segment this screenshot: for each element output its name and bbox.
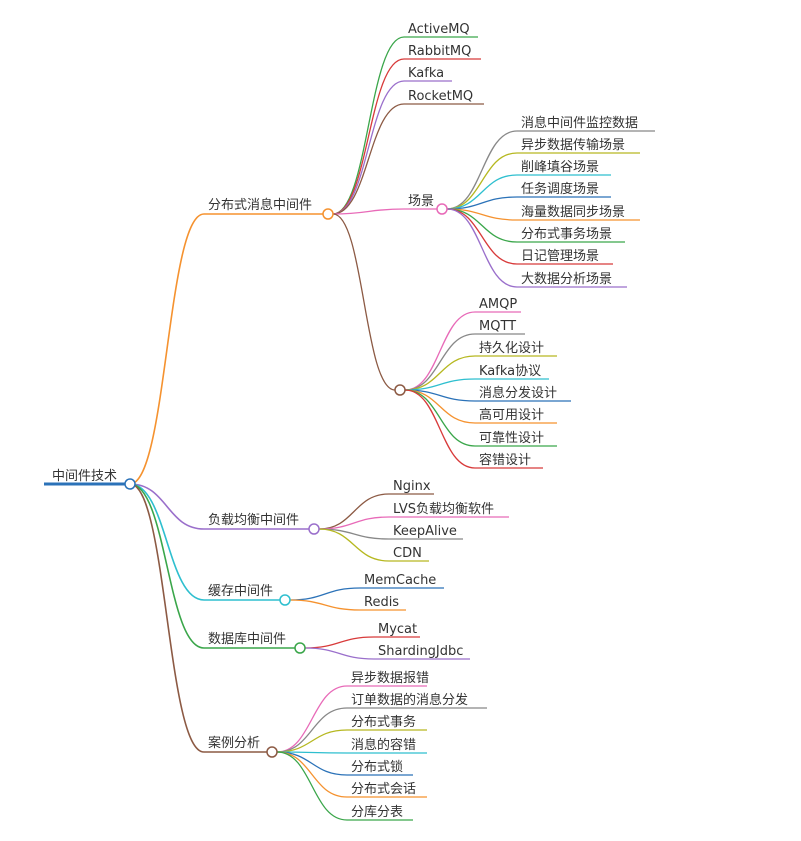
connector-design — [332, 213, 396, 391]
scene-item-label-0[interactable]: 消息中间件监控数据 — [521, 115, 638, 131]
design-item-label-5[interactable]: 高可用设计 — [479, 407, 544, 423]
connector-scene-0 — [446, 130, 518, 210]
cache-item-label-0[interactable]: MemCache — [364, 573, 436, 588]
connector-lb-0 — [318, 493, 390, 530]
lb-item-label-1[interactable]: LVS负载均衡软件 — [393, 502, 494, 517]
case-item-label-6[interactable]: 分库分表 — [351, 804, 403, 820]
mq-product-label-1[interactable]: RabbitMQ — [408, 44, 471, 59]
connector-scene-6 — [446, 208, 518, 265]
branch-connector-1 — [129, 483, 205, 530]
design-item-label-2[interactable]: 持久化设计 — [479, 341, 544, 356]
root-label: 中间件技术 — [52, 469, 117, 484]
connector-case-4 — [276, 751, 348, 776]
connector-design-0 — [404, 311, 476, 391]
scene-item-label-4[interactable]: 海量数据同步场景 — [521, 205, 625, 220]
connector-scene-2 — [446, 174, 518, 210]
branch-label-1[interactable]: 负载均衡中间件 — [208, 513, 299, 528]
scene-label[interactable]: 场景 — [408, 194, 434, 209]
connector-case-0 — [276, 685, 348, 753]
branch-node-0[interactable] — [322, 208, 334, 220]
lb-item-label-2[interactable]: KeepAlive — [393, 524, 457, 539]
db-item-label-1[interactable]: ShardingJdbc — [378, 644, 463, 659]
branch-label-0[interactable]: 分布式消息中间件 — [208, 197, 312, 213]
mq-product-label-0[interactable]: ActiveMQ — [408, 22, 470, 37]
branch-label-3[interactable]: 数据库中间件 — [208, 631, 286, 647]
branch-connector-2 — [129, 483, 205, 601]
design-item-label-1[interactable]: MQTT — [479, 319, 516, 334]
connector-lb-1 — [318, 516, 390, 530]
connector-scene-1 — [446, 152, 518, 210]
cache-item-label-1[interactable]: Redis — [364, 595, 399, 610]
db-item-label-0[interactable]: Mycat — [378, 622, 417, 637]
branch-node-2[interactable] — [279, 594, 291, 606]
scene-item-label-5[interactable]: 分布式事务场景 — [521, 226, 612, 242]
design-item-label-7[interactable]: 容错设计 — [479, 452, 531, 468]
scene-item-label-6[interactable]: 日记管理场景 — [521, 249, 599, 264]
root-node[interactable] — [124, 478, 136, 490]
connector-cache-1 — [289, 599, 361, 611]
branch-node-4[interactable] — [266, 746, 278, 758]
mq-product-label-3[interactable]: RocketMQ — [408, 89, 473, 104]
connector-design-1 — [404, 333, 476, 391]
case-item-label-5[interactable]: 分布式会话 — [351, 782, 416, 797]
scene-node[interactable] — [436, 203, 448, 215]
scene-item-label-7[interactable]: 大数据分析场景 — [521, 272, 612, 287]
case-item-label-3[interactable]: 消息的容错 — [351, 737, 416, 753]
connector-cache-0 — [289, 587, 361, 601]
connector-mq-2 — [332, 80, 405, 215]
branch-connector-3 — [129, 483, 205, 649]
case-item-label-4[interactable]: 分布式锁 — [351, 759, 403, 775]
connector-mq-1 — [332, 58, 405, 215]
branch-label-2[interactable]: 缓存中间件 — [208, 584, 273, 599]
connector-case-1 — [276, 707, 348, 753]
design-item-label-3[interactable]: Kafka协议 — [479, 364, 541, 379]
connector-case-6 — [276, 751, 348, 821]
design-item-label-0[interactable]: AMQP — [479, 297, 517, 312]
case-item-label-1[interactable]: 订单数据的消息分发 — [351, 692, 468, 708]
connector-db-1 — [304, 647, 375, 660]
connector-design-7 — [404, 389, 476, 469]
scene-item-label-3[interactable]: 任务调度场景 — [521, 181, 599, 197]
connector-scene — [332, 208, 405, 215]
branch-connector-0 — [129, 213, 205, 485]
branch-node-3[interactable] — [294, 642, 306, 654]
branch-label-4[interactable]: 案例分析 — [208, 736, 260, 751]
branch-node-1[interactable] — [308, 523, 320, 535]
design-item-label-6[interactable]: 可靠性设计 — [479, 431, 544, 446]
lb-item-label-0[interactable]: Nginx — [393, 479, 431, 494]
connector-lb-3 — [318, 528, 390, 562]
scene-item-label-2[interactable]: 削峰填谷场景 — [521, 160, 599, 175]
scene-item-label-1[interactable]: 异步数据传输场景 — [521, 137, 625, 153]
case-item-label-2[interactable]: 分布式事务 — [351, 714, 416, 730]
connector-db-0 — [304, 636, 375, 649]
lb-item-label-3[interactable]: CDN — [393, 546, 422, 561]
design-item-label-4[interactable]: 消息分发设计 — [479, 385, 557, 401]
connector-design-6 — [404, 389, 476, 447]
design-node[interactable] — [394, 384, 406, 396]
connector-case-2 — [276, 729, 348, 753]
connector-design-2 — [404, 355, 476, 391]
mq-product-label-2[interactable]: Kafka — [408, 66, 444, 81]
connector-scene-7 — [446, 208, 518, 288]
branch-connector-4 — [129, 483, 205, 753]
case-item-label-0[interactable]: 异步数据报错 — [351, 671, 429, 686]
connector-mq-3 — [332, 103, 405, 215]
